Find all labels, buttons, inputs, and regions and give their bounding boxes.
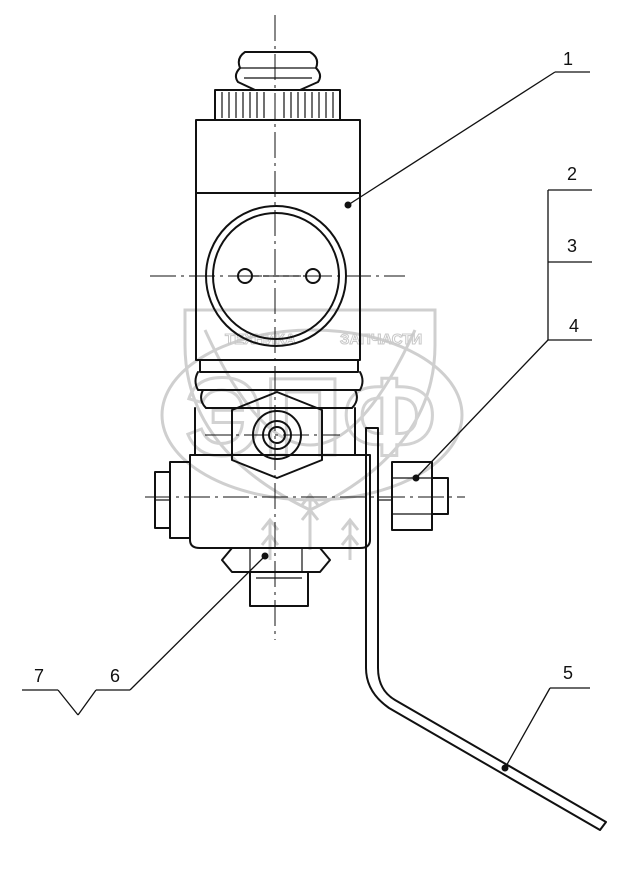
watermark-brand-bottom: ЗАПЧАСТИ (340, 331, 422, 348)
top-knob (234, 51, 322, 91)
center-lines (145, 15, 465, 640)
callout-1: 1 (344, 49, 590, 209)
valve-body (154, 51, 371, 607)
knurled-cap (214, 89, 341, 121)
callout-3-label: 3 (567, 236, 577, 256)
callout-2: 2 (547, 164, 592, 340)
callout-4-label: 4 (569, 316, 579, 336)
callout-5-label: 5 (563, 663, 573, 683)
callout-7-label: 7 (34, 666, 44, 686)
callout-7: 7 (22, 666, 79, 716)
bolt-and-nut (378, 461, 449, 531)
callout-1-label: 1 (563, 49, 573, 69)
callout-6: 6 (77, 552, 269, 716)
bottom-nut (221, 547, 331, 607)
wheat-icon (260, 492, 360, 560)
watermark-letters: ЭПФ (185, 356, 436, 479)
callout-5: 5 (501, 663, 590, 772)
watermark-brand-top: ТЕХНИКА (225, 331, 296, 348)
callout-4: 4 (412, 316, 592, 482)
callout-6-label: 6 (110, 666, 120, 686)
callout-2-label: 2 (567, 164, 577, 184)
callout-3: 3 (548, 236, 592, 263)
bracket-rod (365, 427, 607, 831)
